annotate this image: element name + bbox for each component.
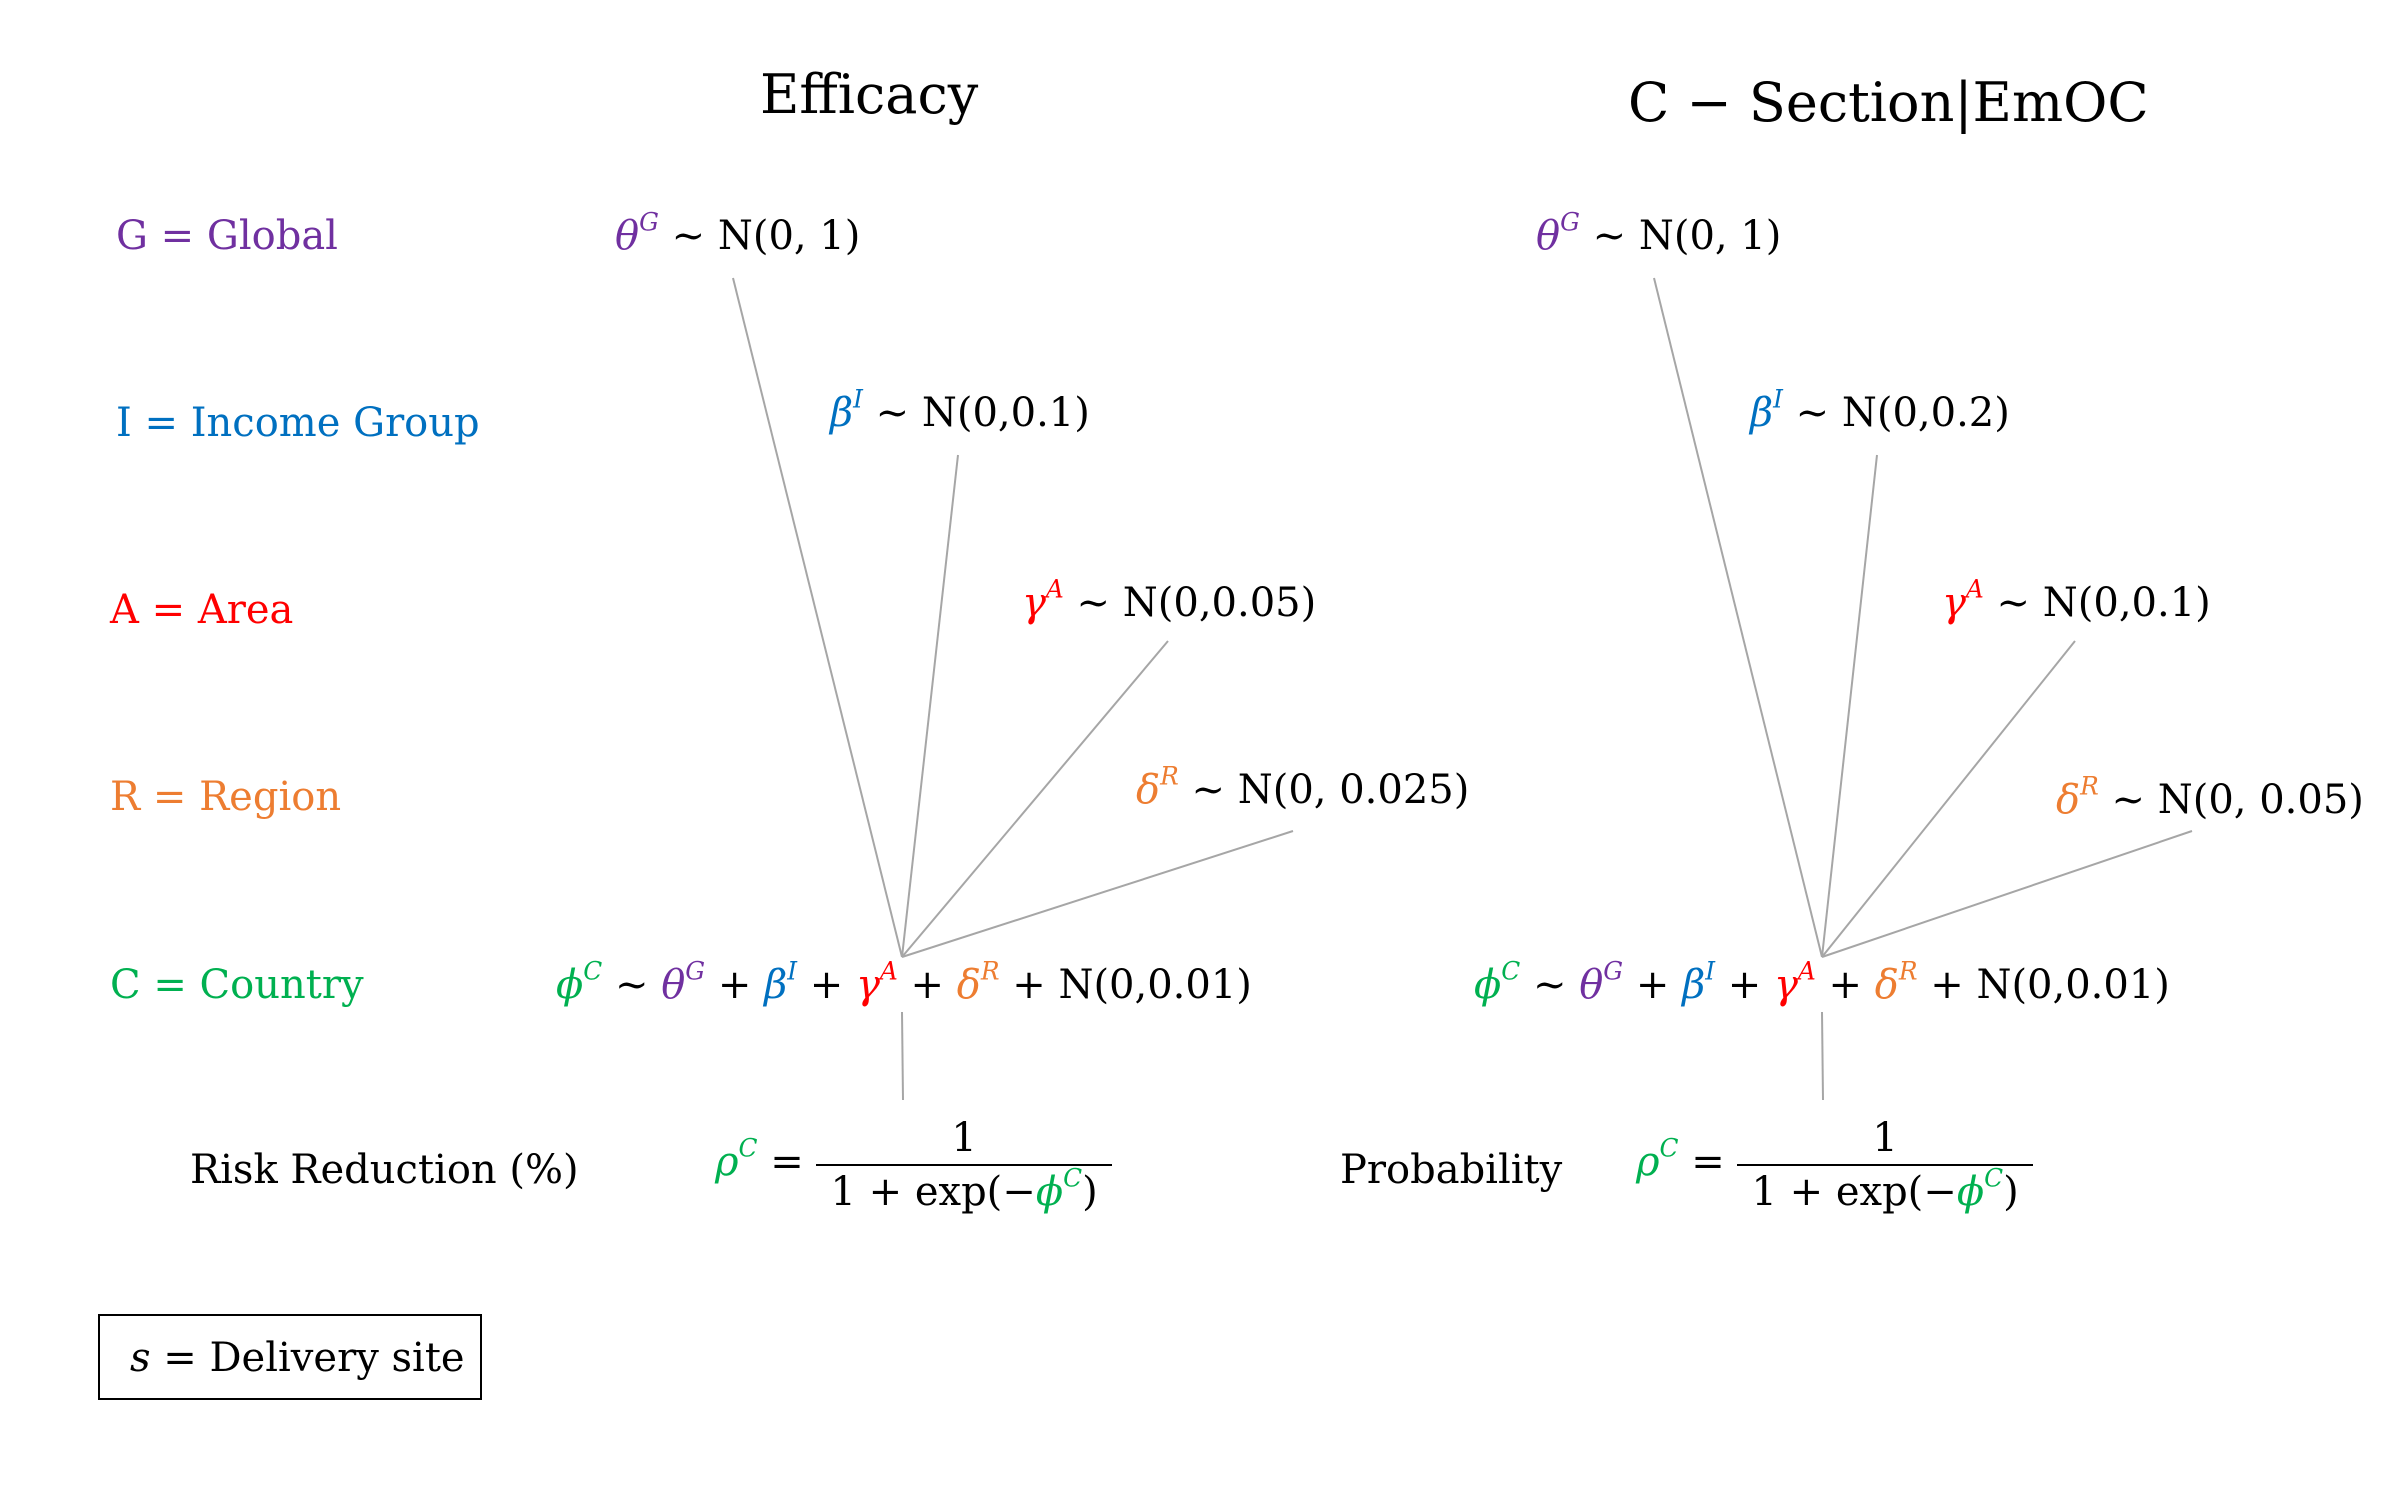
level-label-global: G = Global (116, 213, 338, 259)
line-country-to-outcome (901, 1011, 904, 1101)
line-income-to-country (901, 454, 959, 958)
income-prior-equation: βI ~ N(0,0.1) (830, 384, 1090, 436)
global-prior-equation: θG ~ N(0, 1) (615, 207, 861, 259)
legend-description: = Delivery site (150, 1335, 465, 1381)
country-equation: ϕC ~ θG + βI + γA + δR + N(0,0.01) (556, 956, 1252, 1008)
legend-text: s = Delivery site (130, 1338, 465, 1378)
level-label-income: I = Income Group (116, 400, 480, 446)
legend-symbol: s (130, 1335, 151, 1381)
outcome-label-probability: Probability (1340, 1147, 1563, 1193)
region-prior-equation: δR ~ N(0, 0.05) (2056, 771, 2364, 823)
panel-title-efficacy: Efficacy (760, 63, 979, 126)
area-prior-equation: γA ~ N(0,0.1) (1942, 574, 2211, 626)
line-region-to-country (901, 830, 1294, 958)
country-equation: ϕC ~ θG + βI + γA + δR + N(0,0.01) (1474, 956, 2170, 1008)
line-income-to-country (1821, 454, 1878, 958)
level-label-region: R = Region (110, 774, 342, 820)
region-prior-equation: δR ~ N(0, 0.025) (1136, 761, 1470, 813)
area-prior-equation: γA ~ N(0,0.05) (1022, 574, 1317, 626)
income-prior-equation: βI ~ N(0,0.2) (1750, 384, 2010, 436)
level-label-area: A = Area (110, 587, 294, 633)
legend-box: s = Delivery site (98, 1314, 482, 1400)
line-country-to-outcome (1821, 1011, 1824, 1101)
line-region-to-country (1821, 830, 2193, 958)
level-label-country: C = Country (110, 962, 364, 1008)
line-area-to-country (1821, 640, 2076, 958)
line-global-to-country (732, 277, 903, 958)
panel-title-csection: C − Section|EmOC (1628, 71, 2149, 134)
line-area-to-country (901, 640, 1169, 958)
global-prior-equation: θG ~ N(0, 1) (1536, 207, 1782, 259)
outcome-label-risk-reduction: Risk Reduction (%) (190, 1147, 579, 1193)
line-global-to-country (1653, 277, 1823, 958)
